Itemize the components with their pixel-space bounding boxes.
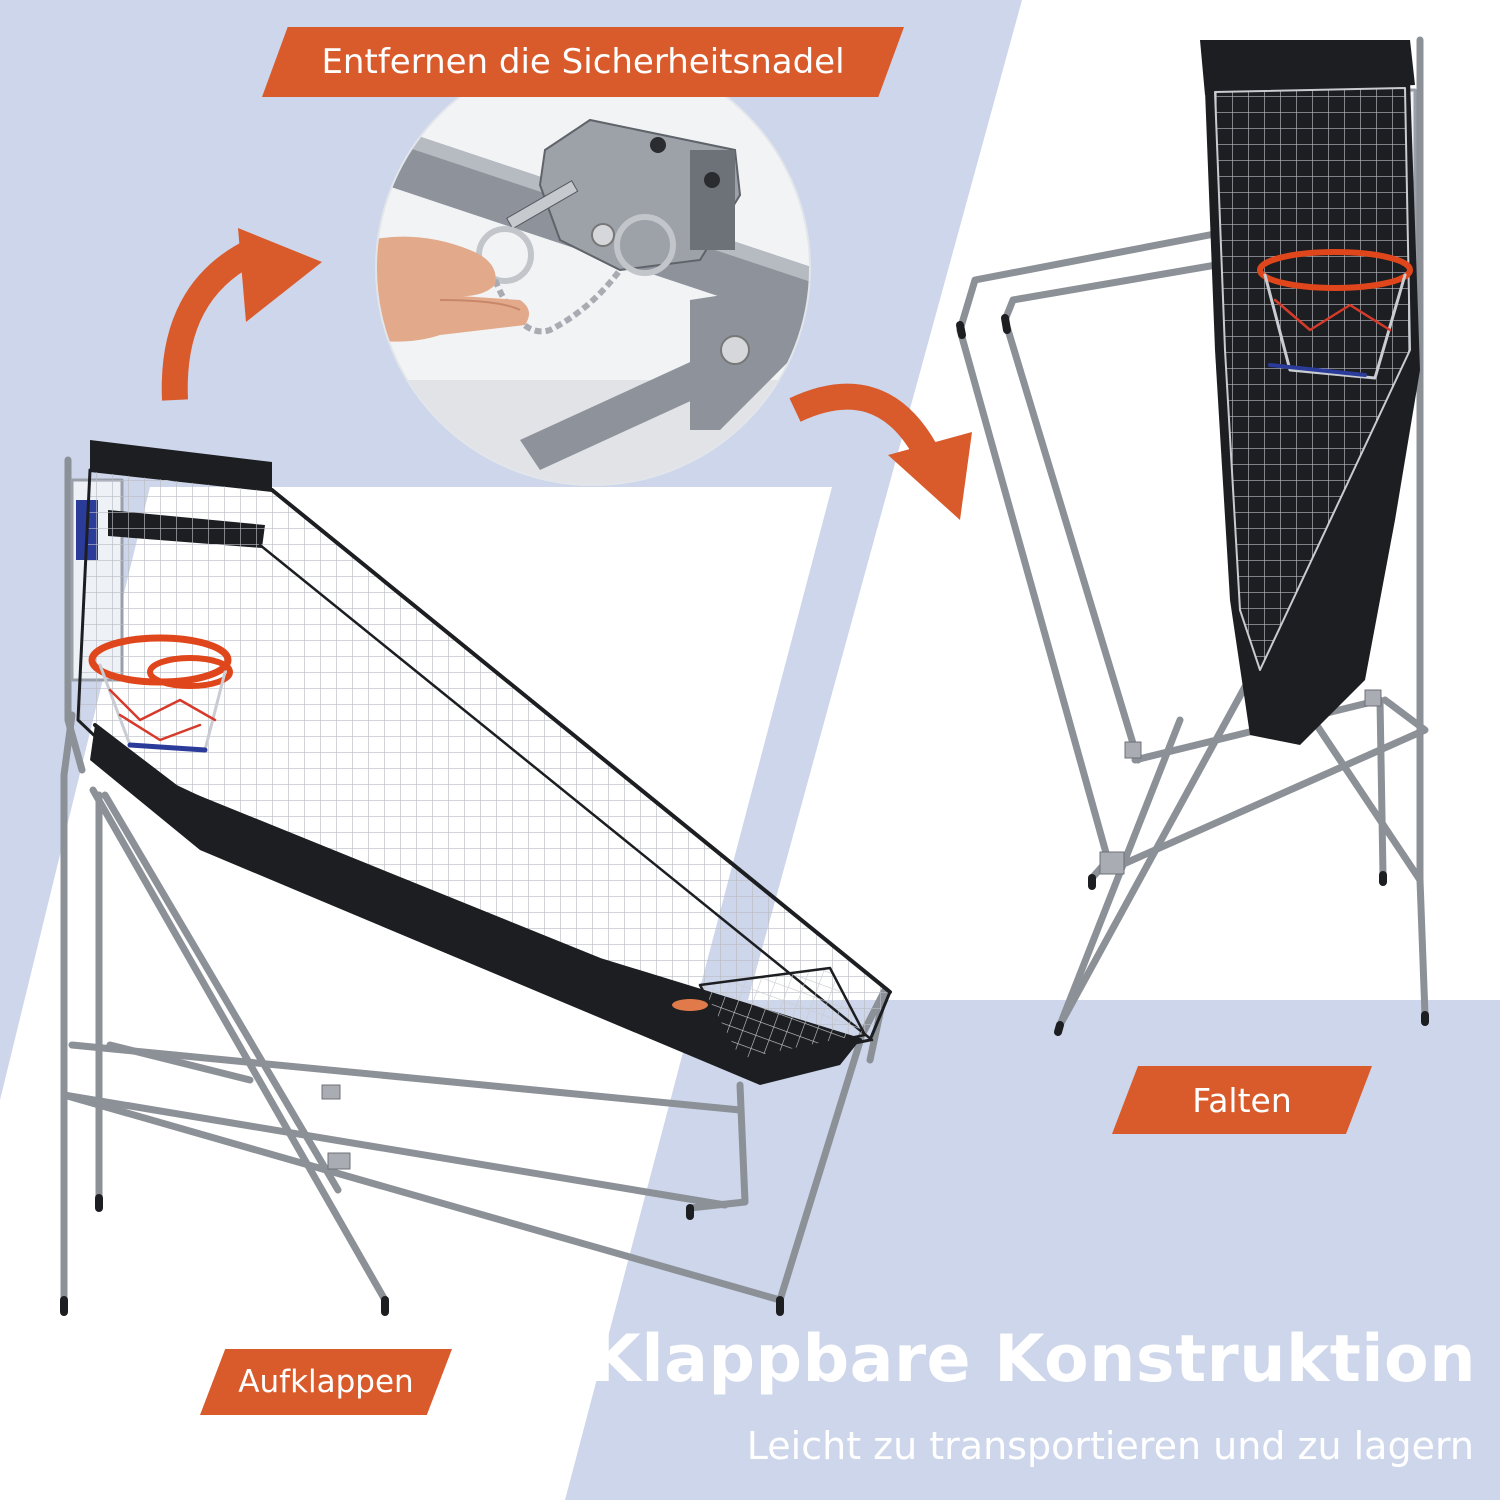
safety-pin-detail	[376, 51, 810, 485]
subline: Leicht zu transportieren und zu lagern	[746, 1424, 1474, 1468]
unfold-label: Aufklappen	[200, 1349, 452, 1415]
curved-arrow-icon	[161, 228, 322, 401]
headline: Klappbare Konstruktion	[590, 1322, 1476, 1397]
hoop-left	[88, 634, 233, 753]
curved-arrow-icon	[789, 383, 972, 520]
folded-basketball-machine	[956, 36, 1429, 1036]
remove-pin-label: Entfernen die Sicherheitsnadel	[262, 27, 904, 97]
hoop-right	[1257, 249, 1413, 380]
unfolded-basketball-machine	[60, 440, 892, 1316]
fold-label: Falten	[1112, 1066, 1372, 1134]
